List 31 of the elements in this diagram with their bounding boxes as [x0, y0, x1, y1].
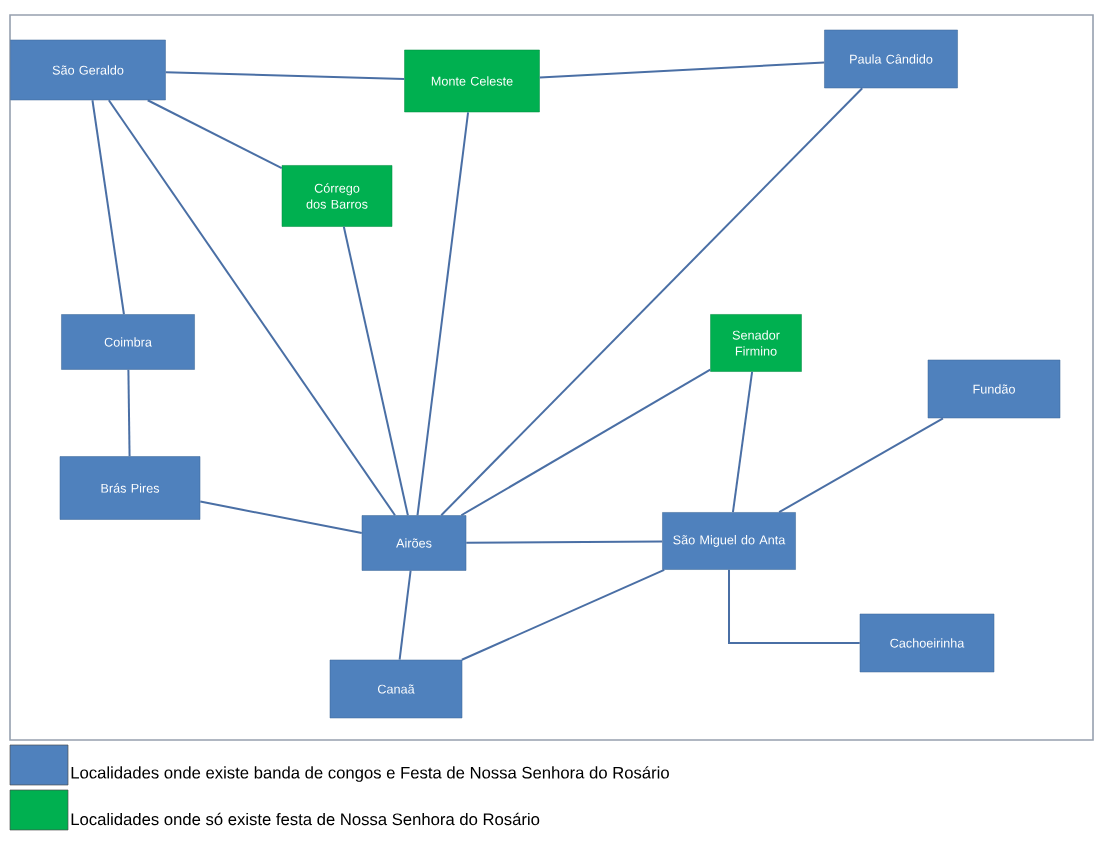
- connector-line: [416, 111, 470, 517]
- place-box: Fundão: [927, 359, 1061, 419]
- place-box: Córrego dos Barros: [281, 165, 393, 227]
- place-box: Cachoeirinha: [859, 613, 995, 673]
- connector-line: [731, 370, 754, 514]
- place-box: Brás Pires: [59, 456, 201, 520]
- connector-line: [398, 569, 412, 661]
- legend-text: Localidades onde existe banda de congos e Festa de Nossa Senhora do Rosário: [71, 766, 669, 782]
- connector-line: [91, 99, 125, 316]
- connector-line: [107, 99, 396, 517]
- connector-line: [342, 225, 409, 517]
- place-box: Paula Cândido: [824, 29, 958, 89]
- place-box: Monte Celeste: [404, 49, 540, 113]
- place-box: Airões: [361, 515, 467, 571]
- connector-line: [778, 417, 944, 514]
- connector-line: [146, 99, 283, 170]
- place-box: São Miguel do Anta: [662, 512, 796, 570]
- place-box: Canaã: [329, 659, 463, 719]
- connector-line: [127, 368, 131, 458]
- connector-line: [199, 500, 363, 534]
- connector-line: [440, 87, 864, 517]
- connector-line: [728, 568, 861, 644]
- connector-line: [465, 540, 664, 544]
- place-box: Coimbra: [61, 314, 195, 370]
- connector-line: [460, 368, 712, 517]
- legend-text: Localidades onde só existe festa de Nossa Senhora do Rosário: [71, 812, 540, 826]
- place-box: Senador Firmino: [710, 314, 802, 372]
- place-box: São Geraldo: [10, 39, 166, 101]
- connector-line: [538, 61, 826, 79]
- connector-line: [164, 71, 406, 81]
- connector-line: [460, 568, 666, 661]
